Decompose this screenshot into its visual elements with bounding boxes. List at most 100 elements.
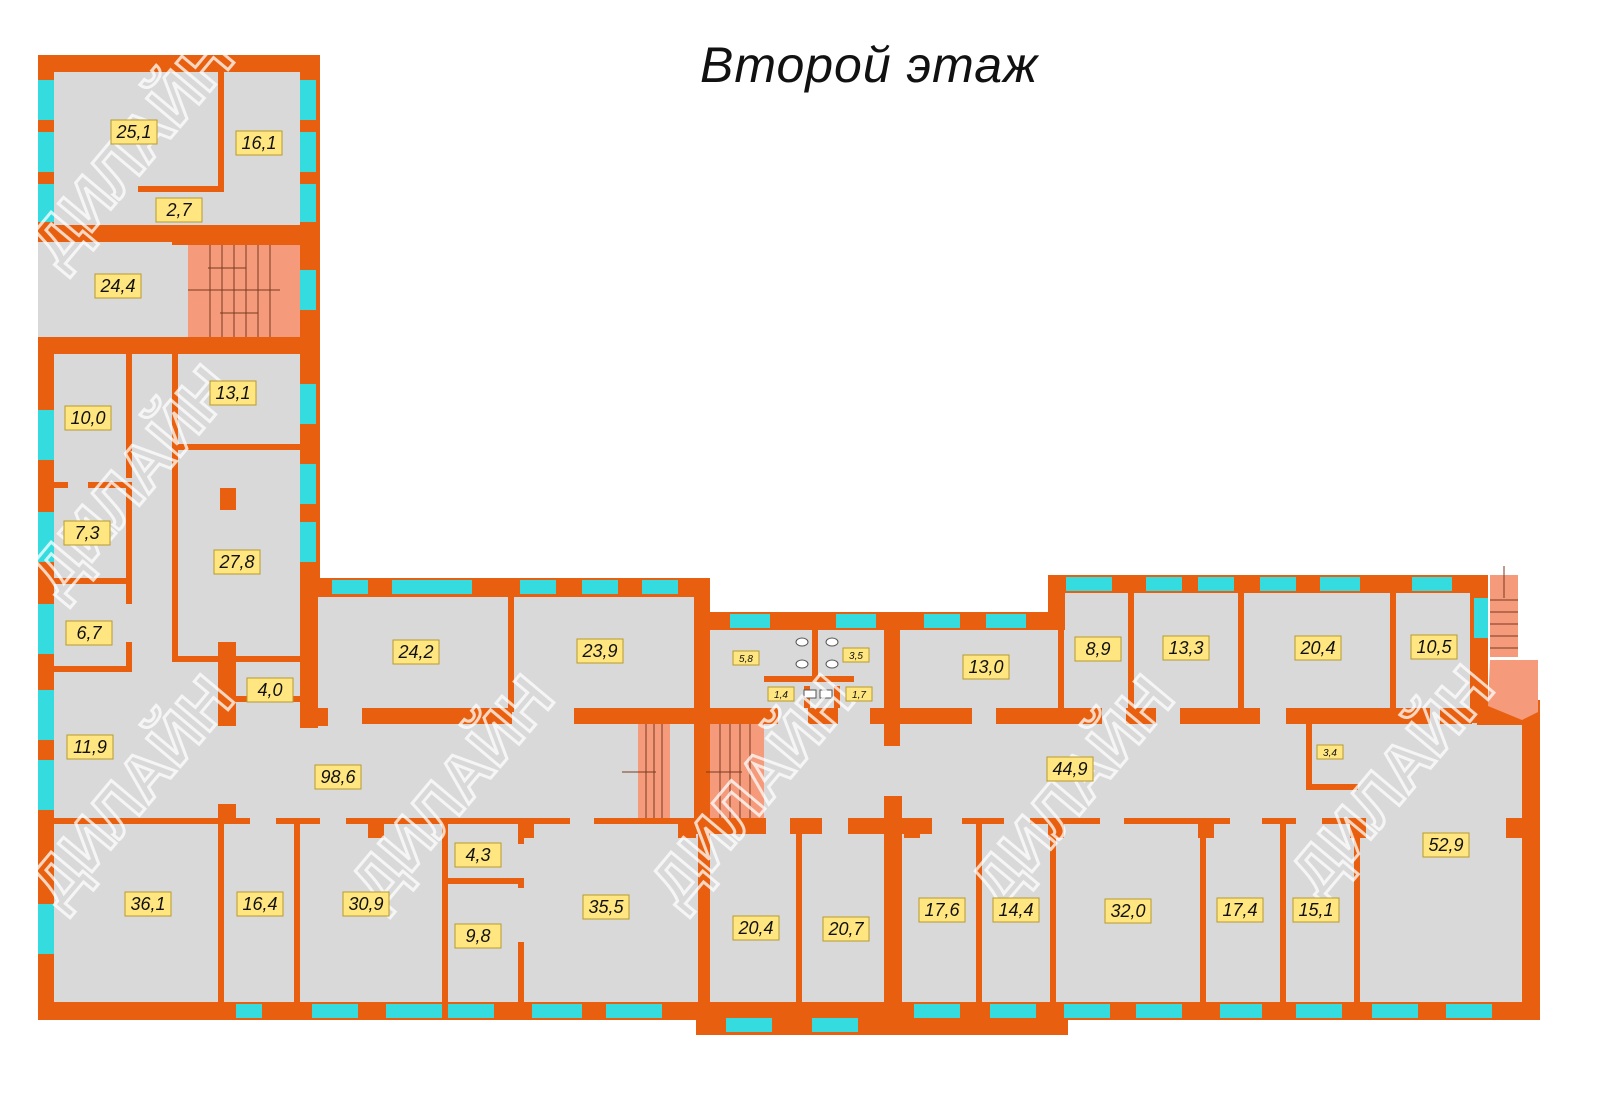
area-label-box [992,897,1040,923]
sanitary-fixtures [795,637,839,699]
toilet-icon [795,659,809,669]
area-label-box [1104,898,1152,924]
area-label-box [1162,635,1210,661]
room-r67: 6,7 [65,620,113,646]
room-r204a: 20,4 [1294,635,1342,661]
area-label: 44,9 [1052,759,1087,779]
area-label: 20,4 [1299,638,1335,658]
interior-walls [38,72,1540,1020]
toilet-icon [795,637,809,647]
stairwell-north [188,245,300,337]
area-label-box [454,842,502,868]
area-label: 17,4 [1222,900,1257,920]
area-label: 14,4 [998,900,1033,920]
room-r449: 44,9 [1046,756,1094,782]
area-label-box [314,764,362,790]
room-r119: 11,9 [66,734,114,760]
area-label-box [1074,636,1122,662]
area-label-box [63,520,111,546]
room-r73: 7,3 [63,520,111,546]
area-label: 13,3 [1168,638,1203,658]
room-r133: 13,3 [1162,635,1210,661]
toilet-icon [825,659,839,669]
room-r164: 16,4 [236,891,284,917]
area-label-box [246,677,294,703]
area-label-box [236,891,284,917]
room-r58: 5,8 [732,650,760,666]
area-label: 7,3 [74,523,99,543]
area-label: 1,7 [852,690,866,701]
room-r27: 2,7 [155,197,203,223]
area-label-box [1422,832,1470,858]
area-label: 20,4 [737,918,773,938]
area-label-box [576,638,624,664]
sink-icon [819,689,833,699]
area-label-box [582,894,630,920]
area-label: 4,3 [465,845,490,865]
area-label: 35,5 [588,897,624,917]
room-labels: 25,116,12,724,413,110,07,327,86,74,011,9… [63,119,1470,949]
room-r242: 24,2 [392,639,440,665]
area-label-box [767,686,795,702]
toilet-icon [825,637,839,647]
room-r89: 8,9 [1074,636,1122,662]
area-label: 3,5 [849,651,863,662]
area-label: 3,4 [1323,748,1337,759]
stairs [188,245,1538,818]
area-label: 25,1 [115,122,151,142]
room-r529: 52,9 [1422,832,1470,858]
area-label-box [65,620,113,646]
room-r361: 36,1 [124,891,172,917]
area-label: 98,6 [320,767,356,787]
room-r161: 16,1 [235,130,283,156]
room-r35: 3,5 [842,647,870,663]
room-r207: 20,7 [822,916,870,942]
area-label: 20,7 [827,919,864,939]
area-label-box [842,647,870,663]
area-label: 30,9 [348,894,383,914]
stairwell-east-landing [1488,660,1538,720]
area-label-box [213,549,261,575]
area-label: 6,7 [76,623,102,643]
area-label-box [94,273,142,299]
area-label-box [454,923,502,949]
area-label: 24,2 [397,642,433,662]
area-label-box [732,650,760,666]
sink-icon [803,689,817,699]
area-label: 1,4 [774,690,788,701]
area-label: 32,0 [1110,901,1145,921]
area-label-box [235,130,283,156]
room-r986: 98,6 [314,764,362,790]
area-label: 10,0 [70,408,105,428]
room-r239: 23,9 [576,638,624,664]
area-label: 36,1 [130,894,165,914]
room-r130: 13,0 [962,654,1010,680]
room-r151: 15,1 [1292,897,1340,923]
room-r34: 3,4 [1316,744,1344,760]
area-label: 23,9 [581,641,617,661]
area-label-box [1046,756,1094,782]
room-r105: 10,5 [1410,634,1458,660]
room-r309: 30,9 [342,891,390,917]
area-label: 4,0 [257,680,282,700]
area-label: 8,9 [1085,639,1110,659]
area-label: 11,9 [73,737,107,757]
area-label-box [110,119,158,145]
area-label-box [1216,897,1264,923]
room-r100: 10,0 [64,405,112,431]
room-r17: 1,7 [845,686,873,702]
area-label-box [209,380,257,406]
area-label-box [64,405,112,431]
area-label-box [1410,634,1458,660]
room-r131: 13,1 [209,380,257,406]
area-label: 52,9 [1428,835,1463,855]
windows [38,80,1492,1032]
area-label: 10,5 [1416,637,1452,657]
area-label-box [962,654,1010,680]
room-r174: 17,4 [1216,897,1264,923]
room-r176: 17,6 [918,897,966,923]
area-label: 13,0 [968,657,1003,677]
stairwell-center-right [710,724,764,818]
area-label: 24,4 [99,276,135,296]
area-label-box [1316,744,1344,760]
